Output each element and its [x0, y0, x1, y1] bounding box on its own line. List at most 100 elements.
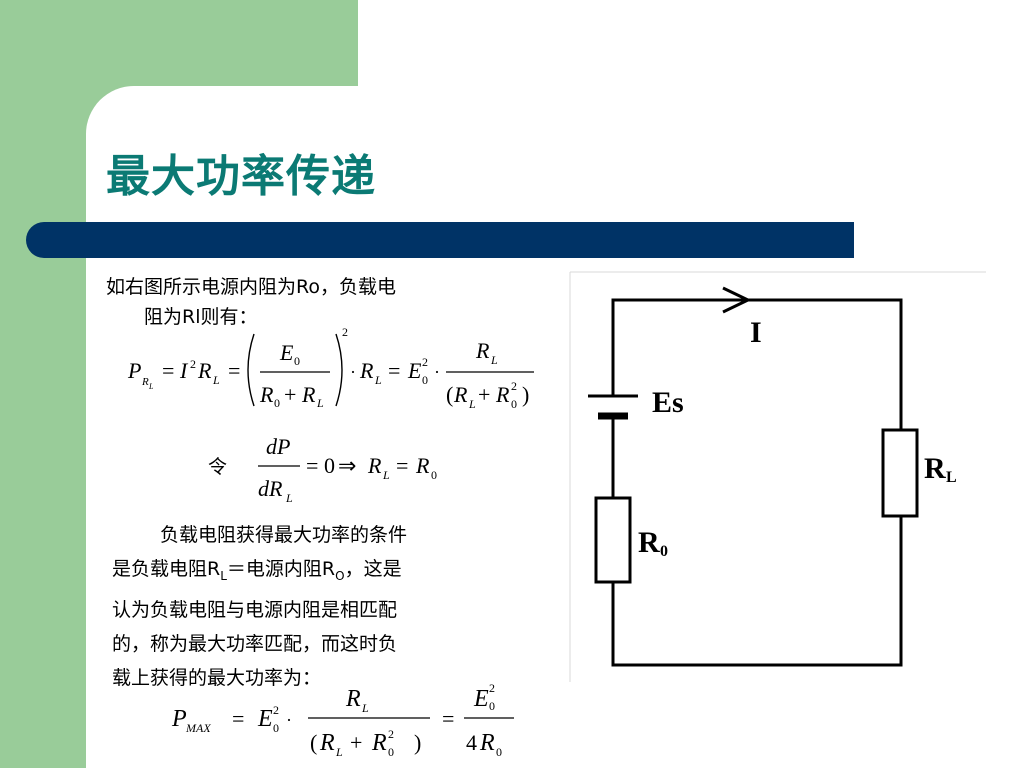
intro-text-d: 阻为: [144, 306, 183, 328]
svg-text:0: 0: [511, 397, 517, 411]
ling-label: 令: [208, 456, 228, 478]
content-panel: [86, 86, 1024, 768]
svg-text:2: 2: [190, 357, 196, 371]
internal-resistor-icon: [594, 496, 632, 584]
wire-top: [611, 298, 903, 430]
intro-rl: Rl: [182, 306, 201, 328]
svg-text:P: P: [171, 706, 187, 732]
svg-text:2: 2: [422, 355, 428, 369]
svg-text:2: 2: [489, 681, 495, 695]
svg-text:L: L: [335, 745, 343, 759]
svg-text:0: 0: [422, 373, 428, 387]
formula-condition: dP dR L = 0 ⇒ R L = R 0: [258, 434, 437, 505]
svg-text:P: P: [127, 358, 141, 383]
current-label: I: [750, 316, 762, 349]
svg-text:E: E: [279, 340, 294, 365]
svg-text:R: R: [453, 382, 468, 407]
para-rl-main: R: [207, 558, 221, 580]
load-label-sub: L: [946, 469, 957, 486]
svg-text:0: 0: [294, 354, 300, 368]
svg-text:E: E: [257, 706, 273, 732]
svg-text:=: =: [306, 453, 318, 478]
svg-text:E: E: [407, 358, 422, 383]
para-line-4: 的，称为最大功率匹配，而这时负: [112, 632, 398, 655]
intro-ro: Ro: [296, 276, 320, 298]
para-ro-sub: O: [335, 568, 345, 583]
conclusion-paragraph: 负载电阻获得最大功率的条件 是负载电阻RL＝电源内阻RO，这是 认为负载电阻与电…: [112, 518, 512, 695]
svg-text:0: 0: [274, 396, 280, 410]
svg-text:R: R: [359, 358, 374, 383]
svg-text:0: 0: [324, 453, 335, 478]
svg-text:R: R: [141, 376, 149, 388]
para-line-5: 载上获得的最大功率为：: [112, 666, 322, 689]
svg-text:E: E: [473, 686, 489, 712]
title-underline-bar: [26, 222, 854, 258]
svg-text:0: 0: [273, 721, 279, 735]
svg-text:): ): [414, 730, 421, 755]
svg-text:=: =: [442, 706, 454, 731]
para-rl-sub: L: [220, 568, 227, 583]
para-line-2-a: 是负载电阻: [112, 558, 208, 580]
intro-text-e: 则有：: [200, 306, 258, 328]
svg-text:dR: dR: [258, 476, 283, 501]
svg-text:2: 2: [511, 379, 517, 393]
svg-text:0: 0: [388, 745, 394, 759]
internal-label-sub: 0: [660, 543, 668, 560]
svg-text:L: L: [490, 353, 498, 367]
para-line-3: 认为负载电阻与电源内阻是相匹配: [112, 598, 398, 621]
source-label: Es: [652, 386, 684, 419]
svg-text:·: ·: [350, 362, 356, 382]
svg-text:0: 0: [489, 699, 495, 713]
intro-text: 如右图所示电源内阻为Ro，负载电 阻为Rl则有：: [106, 272, 506, 332]
svg-text:=: =: [232, 706, 244, 731]
svg-text:L: L: [382, 468, 390, 482]
svg-text:=: =: [162, 358, 174, 383]
svg-text:2: 2: [388, 727, 394, 741]
svg-text:(: (: [310, 730, 317, 755]
svg-text:R: R: [475, 338, 490, 363]
svg-text:R: R: [371, 730, 387, 756]
svg-text:L: L: [361, 701, 369, 715]
svg-text:R: R: [197, 358, 212, 383]
intro-line-1: 如右图所示电源内阻为Ro，负载电: [106, 272, 506, 302]
svg-text:L: L: [374, 373, 382, 387]
svg-text:4: 4: [466, 730, 477, 755]
svg-text:L: L: [285, 491, 293, 505]
svg-text:R: R: [479, 730, 495, 756]
para-line-2-e: ，这是: [344, 558, 402, 580]
para-line-2: 是负载电阻RL＝电源内阻RO，这是: [112, 552, 512, 593]
svg-text:R: R: [495, 382, 510, 407]
intro-line-2: 阻为Rl则有：: [106, 302, 506, 332]
svg-text:L: L: [468, 397, 476, 411]
formula-power-load: P R L = I 2 R L = E 0 R 0 + R L 2 · R L …: [127, 325, 534, 411]
para-ro-main: R: [321, 558, 336, 580]
svg-text:(: (: [446, 382, 453, 407]
para-line-2-c: ＝电源内阻: [226, 558, 322, 580]
svg-text:=: =: [228, 358, 240, 383]
svg-text:·: ·: [286, 710, 292, 730]
current-arrow-icon: [722, 286, 752, 314]
svg-text:=: =: [396, 453, 408, 478]
svg-text:·: ·: [434, 362, 440, 382]
svg-text:0: 0: [431, 468, 437, 482]
wire-bottom: [611, 516, 903, 667]
load-label-main: R: [924, 452, 946, 485]
svg-text:+: +: [284, 382, 296, 407]
slide-title: 最大功率传递: [106, 151, 376, 202]
svg-text:R: R: [367, 453, 382, 478]
svg-text:0: 0: [496, 745, 502, 759]
svg-text:R: R: [301, 382, 316, 407]
svg-text:L: L: [148, 382, 154, 391]
svg-text:R: R: [319, 730, 335, 756]
internal-label-main: R: [638, 526, 660, 559]
svg-text:L: L: [316, 396, 324, 410]
svg-text:2: 2: [273, 703, 279, 717]
svg-text:R: R: [345, 686, 361, 712]
svg-text:L: L: [212, 373, 220, 387]
svg-text:+: +: [478, 382, 490, 407]
intro-text-a: 如右图所示电源内阻为: [106, 276, 297, 298]
circuit-diagram: I Es R L R 0: [569, 271, 986, 682]
para-line-1-text: 负载电阻获得最大功率的条件: [160, 524, 408, 546]
formula-max-power: P MAX = E 2 0 · R L ( R L + R 2 0 ) = E …: [171, 681, 514, 759]
svg-text:): ): [522, 382, 529, 407]
